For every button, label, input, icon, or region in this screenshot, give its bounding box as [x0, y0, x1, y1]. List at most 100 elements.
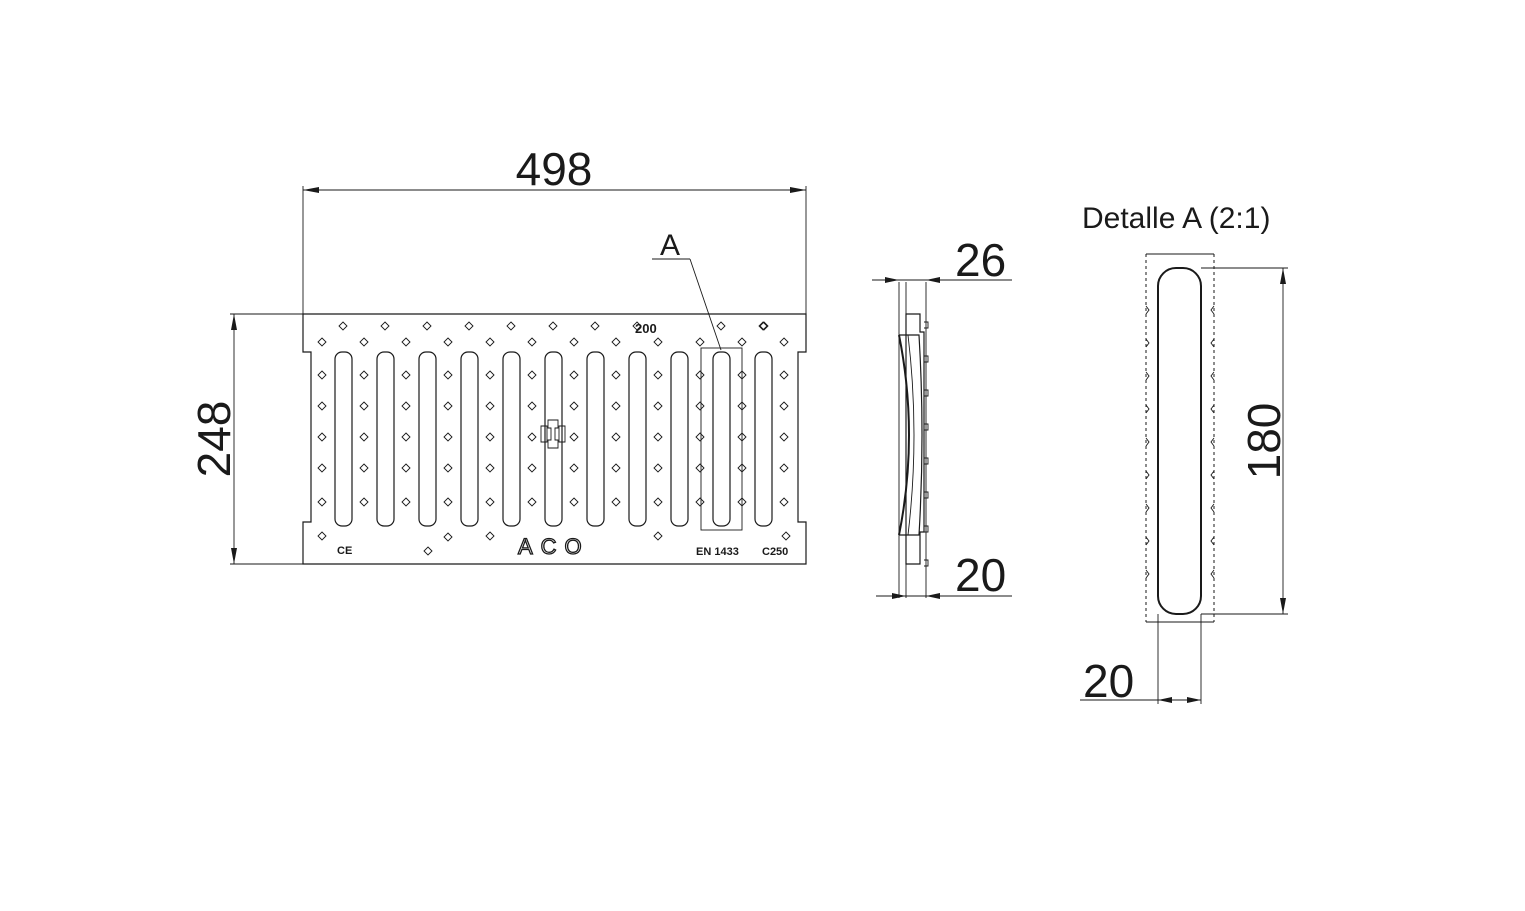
stud — [527, 432, 537, 442]
stud — [401, 370, 411, 380]
grate-slot — [670, 351, 689, 527]
stud — [695, 337, 705, 347]
stud — [506, 321, 516, 331]
stud — [611, 401, 621, 411]
stud — [317, 401, 327, 411]
grate-slot — [544, 351, 563, 527]
stud — [443, 401, 453, 411]
grate-slot — [418, 351, 437, 527]
grate-center-lock — [540, 419, 566, 449]
stud — [569, 463, 579, 473]
detail-stud-right — [1210, 536, 1215, 546]
stud — [485, 401, 495, 411]
detail-title: Detalle A (2:1) — [1082, 202, 1270, 235]
stud — [401, 463, 411, 473]
stud — [527, 463, 537, 473]
side-view-studs — [924, 321, 929, 567]
detail-slot — [1157, 267, 1202, 615]
stud — [737, 337, 747, 347]
marking-nominal-width: 200 — [635, 321, 657, 336]
detail-stud-right — [1210, 569, 1215, 579]
stud — [653, 463, 663, 473]
stud — [485, 497, 495, 507]
stud — [758, 321, 768, 331]
side-stud — [924, 355, 929, 363]
stud — [527, 497, 537, 507]
dimension-width-label: 248 — [188, 401, 240, 478]
grate-side-view: 26 20 — [872, 234, 1012, 601]
stud — [359, 337, 369, 347]
stud — [611, 337, 621, 347]
stud — [485, 463, 495, 473]
stud — [443, 463, 453, 473]
dimension-detail-length-label: 180 — [1238, 403, 1290, 480]
dimension-detail-width-label: 20 — [1083, 655, 1134, 707]
stud — [611, 497, 621, 507]
detail-stud-right — [1210, 305, 1215, 315]
stud — [317, 497, 327, 507]
detail-stud-left — [1145, 503, 1150, 513]
stud — [485, 531, 495, 541]
grate-slot — [712, 351, 731, 527]
stud — [695, 497, 705, 507]
grate-slot — [460, 351, 479, 527]
stud — [422, 321, 432, 331]
dimension-length-label: 498 — [516, 143, 593, 195]
side-stud — [924, 491, 929, 499]
stud — [527, 370, 537, 380]
stud — [779, 401, 789, 411]
stud — [611, 370, 621, 380]
detail-stud-left — [1145, 338, 1150, 348]
grate-slot — [334, 351, 353, 527]
stud — [779, 463, 789, 473]
grate-slots — [334, 351, 773, 527]
stud — [317, 432, 327, 442]
stud — [569, 497, 579, 507]
marking-standard: EN 1433 — [696, 546, 739, 558]
stud — [338, 321, 348, 331]
stud — [401, 337, 411, 347]
stud — [653, 370, 663, 380]
stud — [359, 401, 369, 411]
stud — [632, 321, 642, 331]
stud — [359, 463, 369, 473]
detail-stud-left — [1145, 371, 1150, 381]
stud — [569, 370, 579, 380]
stud — [485, 370, 495, 380]
stud — [464, 321, 474, 331]
stud — [443, 497, 453, 507]
grate-slot — [586, 351, 605, 527]
stud — [380, 321, 390, 331]
detail-stud-left — [1145, 470, 1150, 480]
stud — [485, 432, 495, 442]
detail-stud-right — [1210, 437, 1215, 447]
marking-brand-logo: ACO — [518, 534, 590, 559]
detail-studs — [1145, 305, 1215, 579]
stud — [653, 531, 663, 541]
stud — [317, 370, 327, 380]
detail-stud-left — [1145, 437, 1150, 447]
stud — [443, 337, 453, 347]
dimension-width: 248 — [188, 313, 303, 565]
marking-ce: CE — [337, 545, 352, 557]
stud — [716, 321, 726, 331]
stud — [569, 337, 579, 347]
dimension-side-top-label: 26 — [955, 234, 1006, 286]
detail-stud-right — [1210, 470, 1215, 480]
grate-slot — [502, 351, 521, 527]
detail-stud-left — [1145, 536, 1150, 546]
detail-a-frame — [700, 347, 743, 531]
detail-marker-label: A — [660, 229, 680, 262]
stud — [611, 463, 621, 473]
side-stud — [924, 389, 929, 397]
stud — [653, 401, 663, 411]
stud — [695, 432, 705, 442]
stud — [359, 497, 369, 507]
grate-slot — [376, 351, 395, 527]
stud — [527, 401, 537, 411]
detail-marker: A — [652, 229, 722, 351]
side-stud — [924, 525, 929, 533]
stud — [653, 337, 663, 347]
grate-slot — [754, 351, 773, 527]
